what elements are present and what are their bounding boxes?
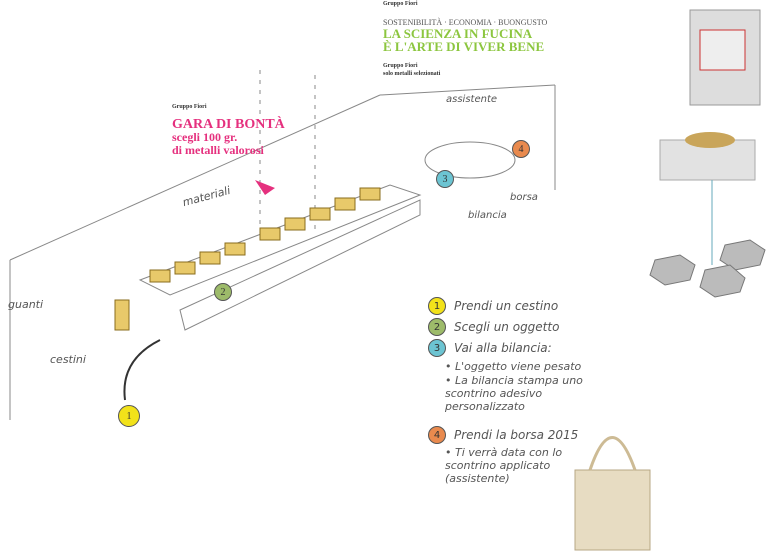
left-brand: Gruppo Fiori: [172, 104, 207, 110]
step-number: 3: [428, 339, 446, 357]
top-kicker: SOSTENIBILITÀ · ECONOMIA · BUONGUSTO: [383, 18, 548, 27]
scale-counter: [424, 141, 516, 179]
label-borsa: borsa: [510, 192, 538, 203]
back-wall-line: [9, 94, 381, 261]
bullet-2: • La bilancia stampa uno scontrino adesi…: [445, 374, 583, 413]
step-2: 2 Scegli un oggetto: [428, 318, 559, 336]
marker-3: 3: [436, 170, 454, 188]
label-guanti: guanti: [8, 298, 44, 311]
top-brand: Gruppo Fiori: [383, 1, 418, 7]
label-bilancia: bilancia: [468, 210, 507, 221]
sub-line: solo metalli selezionati: [383, 71, 441, 77]
step-text: Vai alla bilancia:: [454, 341, 552, 355]
baskets-stack: [114, 299, 130, 331]
left-line-2: di metalli valorosi: [172, 143, 264, 157]
step-number: 2: [428, 318, 446, 336]
title-line-2: È L'ARTE DI VIVER BENE: [383, 39, 545, 54]
left-title-main: GARA DI BONTÀ: [172, 117, 285, 132]
bullet-1: • L'oggetto viene pesato: [445, 360, 582, 373]
step-4: 4 Prendi la borsa 2015: [428, 426, 578, 444]
label-assistente: assistente: [446, 94, 498, 105]
marker-4: 4: [512, 140, 530, 158]
step-text: Prendi la borsa 2015: [454, 428, 579, 442]
marker-1: 1: [118, 405, 140, 427]
left-line-1: scegli 100 gr.: [172, 130, 238, 144]
step-number: 4: [428, 426, 446, 444]
sub-brand: Gruppo Fiori: [383, 63, 418, 69]
tote-bag: [574, 469, 651, 551]
marker-2: 2: [214, 283, 232, 301]
counter: [138, 184, 422, 296]
top-sub: Gruppo Fiori solo metalli selezionati: [383, 62, 440, 78]
step-text: Prendi un cestino: [454, 299, 559, 313]
step-1: 1 Prendi un cestino: [428, 297, 558, 315]
step-number: 1: [428, 297, 446, 315]
step-3: 3 Vai alla bilancia:: [428, 339, 552, 357]
step-text: Scegli un oggetto: [454, 320, 560, 334]
hex-nut: [649, 254, 696, 286]
label-cestini: cestini: [50, 353, 86, 366]
title-line-1: LA SCIENZA IN FUCINA: [383, 26, 533, 41]
bullet-3: • Ti verrà data con lo scontrino applica…: [445, 446, 563, 485]
